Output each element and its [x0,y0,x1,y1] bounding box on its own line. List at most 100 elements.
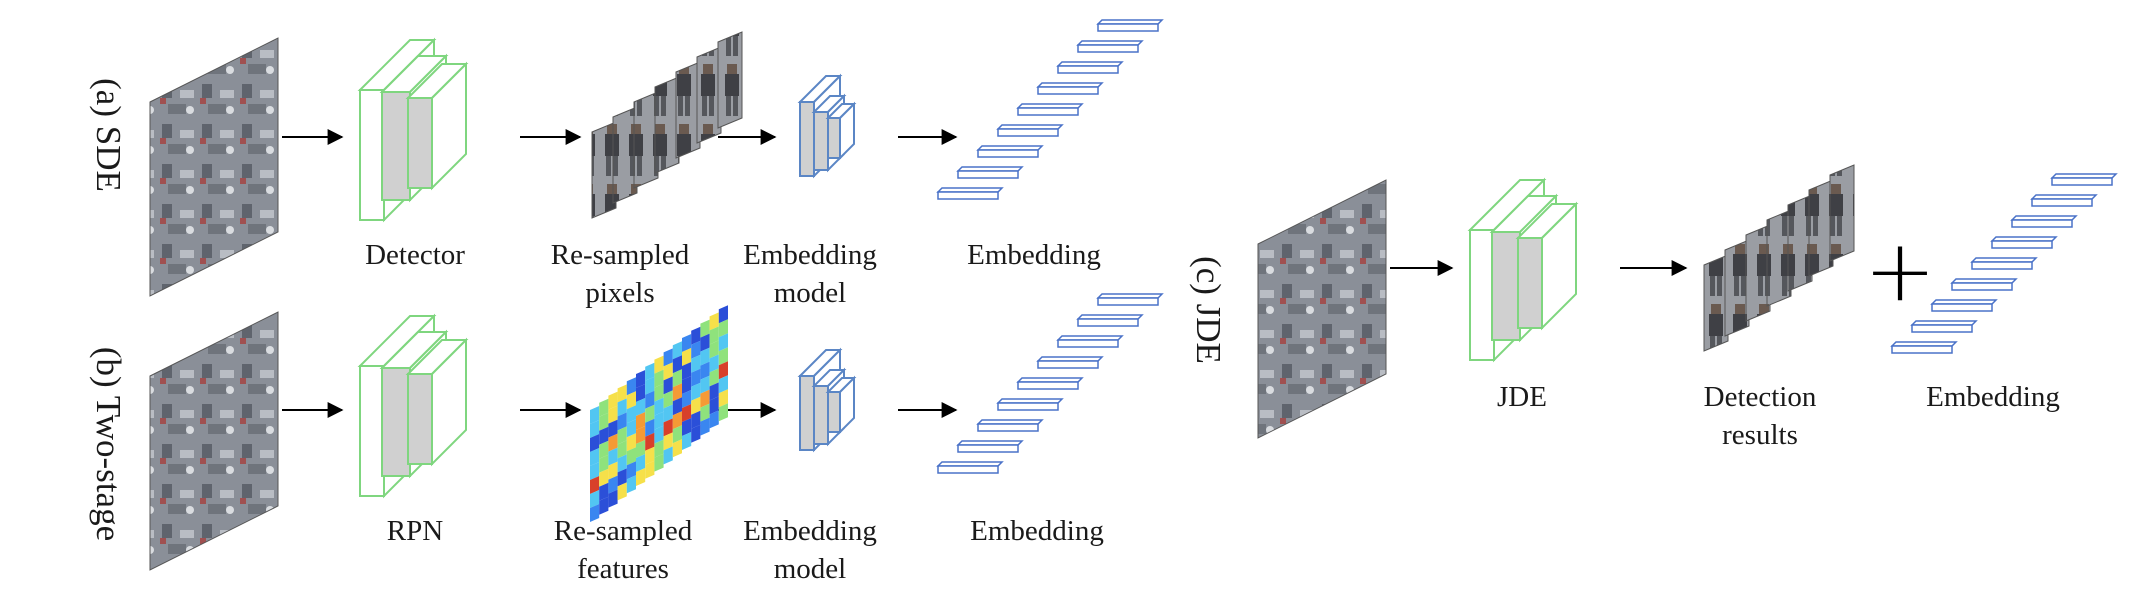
embedding-vector-bar [2031,198,2093,207]
embedding-vector-bar [1057,65,1119,74]
feature-heatmap [636,412,646,430]
feature-heatmap [608,405,618,424]
feature-heatmap [590,420,600,438]
embedding-vector-bar [1017,107,1079,116]
feature-heatmap [682,334,692,352]
jde-label: JDE [1497,381,1547,413]
person-crop-image [1724,239,1750,337]
feature-heatmap [663,446,673,465]
feature-heatmap [682,348,692,366]
feature-heatmap [626,475,636,494]
embedding-model-label-b-1: Embedding [743,515,877,547]
feature-heatmap [691,396,701,415]
person-crop-image [1703,254,1729,352]
feature-heatmap [663,376,673,395]
embedding-vector-bar [997,402,1059,411]
embedding-vector-bar [977,149,1039,158]
row-label-two-stage: (b) Two-stage [89,346,128,542]
person-crop-image [591,121,617,219]
feature-heatmap [718,333,728,352]
resampled-features-label-1: Re-sampled [553,515,693,547]
feature-heatmap [654,383,664,402]
feature-heatmap [691,368,701,387]
embedding-vector-bar [1951,282,2013,291]
feature-heatmap [645,418,655,437]
detection-results-label-1: Detection [1703,381,1817,413]
network-block [407,373,433,465]
feature-heatmap [700,417,710,436]
feature-heatmap [590,490,600,508]
feature-heatmap [718,319,728,338]
resampled-features-label-2: features [577,553,669,585]
rpn-label: RPN [386,515,444,547]
feature-heatmap [617,482,627,501]
input-images [149,31,1855,571]
feature-heatmap [645,376,655,395]
feature-heatmap [709,340,719,359]
feature-heatmap [626,391,636,410]
feature-heatmap [626,447,636,466]
feature-heatmap [599,468,609,487]
feature-heatmap [654,453,664,472]
feature-heatmap [608,433,618,452]
feature-heatmap [682,362,692,380]
feature-heatmap [590,406,600,424]
feature-heatmap [709,326,719,345]
person-crop-image [1745,224,1771,322]
embedding-model-block [813,385,829,445]
feature-heatmap [718,389,728,408]
plus-icon: + [1864,221,1937,321]
feature-heatmap [718,305,728,324]
feature-heatmap [636,384,646,402]
embedding-vector-bar [1991,240,2053,249]
feature-heatmap [654,411,664,430]
embedding-label-two-stage: Embedding [970,515,1104,547]
person-crop-image [1787,194,1813,292]
street-scene-image [149,311,279,571]
feature-heatmap [718,361,728,380]
embedding-vector-bar [977,423,1039,432]
feature-heatmap [636,426,646,444]
resampled-pixels-label-1: Re-sampled [550,239,690,271]
embedding-label-sde: Embedding [967,239,1101,271]
embedding-vector-bar [1077,318,1139,327]
embedding-vector-bar [1017,381,1079,390]
feature-heatmap [626,461,636,480]
feature-heatmap [654,425,664,444]
embedding-vector-bar [997,128,1059,137]
feature-heatmap [718,375,728,394]
feature-heatmap [608,461,618,480]
feature-heatmap [590,476,600,494]
feature-heatmap [700,361,710,380]
feature-heatmap [691,354,701,373]
feature-heatmap [636,454,646,472]
feature-heatmap [608,447,618,466]
feature-heatmap [663,404,673,423]
feature-heatmap [645,404,655,423]
feature-heatmap [700,347,710,366]
embedding-vector-bar [957,170,1019,179]
feature-heatmap [672,355,682,374]
feature-heatmap [636,468,646,486]
feature-heatmap [654,369,664,388]
feature-heatmap [617,384,627,403]
feature-heatmap [709,396,719,415]
embedding-model-block [827,117,841,159]
feature-heatmap [700,389,710,408]
feature-heatmap [645,432,655,451]
feature-heatmap [645,390,655,409]
feature-heatmap [691,340,701,359]
network-block [1491,231,1521,341]
feature-heatmap [709,410,719,429]
feature-heatmap [626,433,636,452]
feature-heatmap [691,410,701,429]
embedding-vector-bar [1037,360,1099,369]
person-crop-image [1808,179,1834,277]
network-block [1469,229,1495,361]
row-label-jde: (c) JDE [1189,256,1228,364]
feature-heatmap [700,319,710,338]
feature-heatmap [663,362,673,381]
feature-heatmap [626,405,636,424]
network-block [359,89,385,221]
